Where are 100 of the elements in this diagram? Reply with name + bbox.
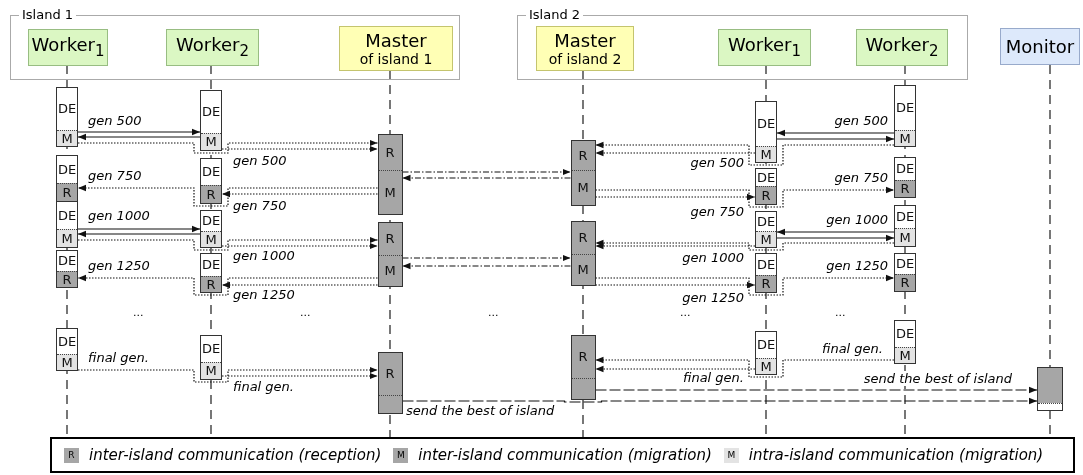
communication-section: M xyxy=(201,133,221,150)
message-arrow xyxy=(221,190,379,198)
message-arrow xyxy=(594,141,895,166)
communication-section: R xyxy=(57,183,77,201)
group-title: Island 1 xyxy=(19,7,77,22)
message-label: gen 1000 xyxy=(87,208,151,223)
communication-section: R xyxy=(57,271,77,287)
message-label: gen 750 xyxy=(689,204,745,219)
activation-box xyxy=(570,221,596,286)
message-arrow xyxy=(776,228,895,236)
communication-section: R xyxy=(895,180,915,197)
message-label: send the best of island xyxy=(405,403,556,418)
process-section: DE xyxy=(895,158,915,180)
communication-section: R xyxy=(895,274,915,291)
ellipsis-text: ... xyxy=(488,306,499,319)
message-arrow xyxy=(77,139,379,154)
message-arrow xyxy=(594,281,756,289)
process-section: R xyxy=(378,223,402,255)
message-arrow xyxy=(594,274,895,296)
message-label: gen 500 xyxy=(689,155,745,170)
communication-section: M xyxy=(895,347,915,363)
legend-swatch: R xyxy=(64,447,79,463)
activation-box xyxy=(200,90,222,151)
process-section: DE xyxy=(895,321,915,347)
participant-name: Worker$_{2}$ xyxy=(865,34,939,61)
communication-section: R xyxy=(201,276,221,292)
participant-box xyxy=(166,29,259,66)
message-label: gen 500 xyxy=(833,113,889,128)
process-section: R xyxy=(378,353,402,395)
message-label: gen 1250 xyxy=(825,258,889,273)
activation-box xyxy=(894,85,916,147)
message-arrow xyxy=(594,193,756,201)
participant-name: Worker$_{1}$ xyxy=(728,34,801,61)
communication-section: M xyxy=(201,231,221,247)
participant-box xyxy=(718,29,811,66)
message-arrow xyxy=(776,234,895,242)
message-arrow xyxy=(77,133,201,141)
ellipsis-text: ... xyxy=(133,306,144,319)
activation-box xyxy=(56,250,78,288)
communication-section: M xyxy=(57,354,77,370)
participant-box xyxy=(856,29,948,66)
message-label: gen 1000 xyxy=(681,250,745,265)
communication-section: R xyxy=(756,186,776,204)
participant-name: Monitor xyxy=(1005,36,1075,57)
process-section: DE xyxy=(57,251,77,271)
message-arrow xyxy=(77,225,201,233)
activation-box xyxy=(56,87,78,147)
group-title: Island 2 xyxy=(526,7,584,22)
message-label: gen 1000 xyxy=(232,248,296,263)
message-label: send the best of island xyxy=(862,371,1013,386)
message-arrow xyxy=(401,168,572,176)
message-arrow xyxy=(77,274,379,296)
activation-box xyxy=(200,158,222,204)
message-label: final gen. xyxy=(232,379,295,394)
message-arrow xyxy=(401,254,572,262)
message-arrow xyxy=(594,242,756,250)
ellipsis-text: ... xyxy=(300,306,311,319)
participant-box xyxy=(1000,28,1080,65)
legend-swatch: M xyxy=(393,447,409,463)
message-label: gen 1250 xyxy=(232,287,296,302)
message-arrow xyxy=(594,186,895,208)
activation-box xyxy=(755,211,777,248)
communication-section: M xyxy=(571,254,595,285)
activation-box xyxy=(755,253,777,293)
message-label: final gen. xyxy=(682,370,745,385)
legend-swatch: M xyxy=(723,447,739,463)
message-arrow xyxy=(77,184,379,207)
message-label: gen 1250 xyxy=(87,258,151,273)
communication-section: M xyxy=(756,231,776,247)
process-section: R xyxy=(571,222,595,254)
message-label: final gen. xyxy=(87,350,150,365)
participant-box xyxy=(339,26,453,71)
message-arrow xyxy=(221,145,379,153)
activation-box xyxy=(200,210,222,248)
process-section: DE xyxy=(756,332,776,358)
participant-box xyxy=(536,26,634,71)
message-arrow xyxy=(77,236,379,251)
process-section: R xyxy=(571,141,595,170)
activation-box xyxy=(755,331,777,375)
message-arrow xyxy=(594,365,756,373)
communication-section: R xyxy=(201,185,221,203)
legend-text: inter-island communication (migration) xyxy=(418,446,712,464)
activation-box xyxy=(200,253,222,293)
process-section: R xyxy=(378,135,402,170)
participant-name: Worker$_{1}$ xyxy=(31,34,105,61)
activation-box xyxy=(755,101,777,163)
communication-section: M xyxy=(201,362,221,379)
process-section: DE xyxy=(756,102,776,146)
process-section: R xyxy=(571,336,595,378)
communication-section: M xyxy=(57,130,77,146)
communication-section: M xyxy=(895,130,915,146)
legend-text: intra-island communication (migration) xyxy=(748,446,1044,464)
process-section: DE xyxy=(756,212,776,231)
participant-name: of island 1 xyxy=(359,50,433,67)
participant-name: Worker$_{2}$ xyxy=(176,34,249,61)
communication-section: M xyxy=(378,255,402,286)
legend-text: inter-island communication (reception) xyxy=(89,446,382,464)
message-label: gen 500 xyxy=(87,113,143,128)
message-arrow xyxy=(401,174,572,182)
activation-box xyxy=(570,140,596,206)
